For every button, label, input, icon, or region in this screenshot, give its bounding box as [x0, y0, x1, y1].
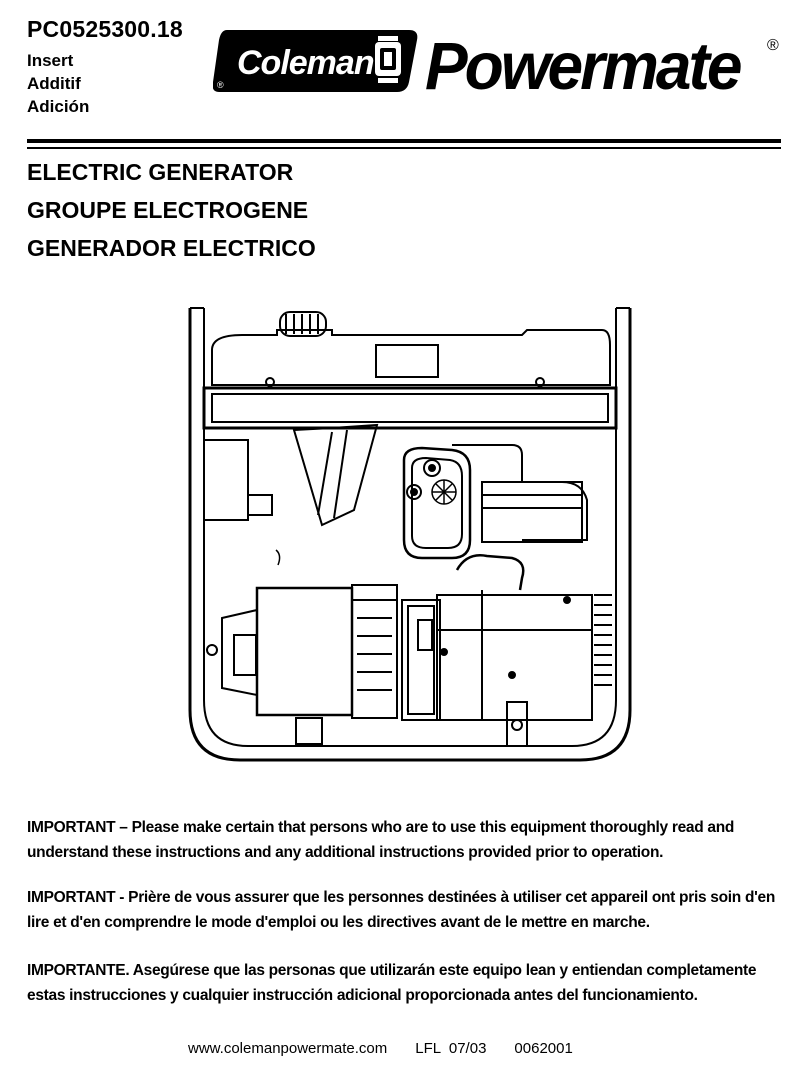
header-rule-thin [27, 147, 781, 149]
footer-doc-code: 0062001 [514, 1040, 573, 1057]
lantern-icon [375, 36, 401, 83]
powermate-registered-mark: ® [767, 37, 779, 54]
title-en: ELECTRIC GENERATOR [27, 159, 294, 185]
footer: www.colemanpowermate.com LFL 07/03 0062001 [188, 1040, 601, 1057]
coleman-wordmark: Coleman [237, 44, 374, 82]
notice-french: IMPORTANT - Prière de vous assurer que l… [27, 889, 775, 931]
part-number: PC0525300.18 [27, 16, 183, 42]
insert-label-en: Insert [27, 51, 74, 70]
generator-illustration [188, 307, 632, 762]
insert-label-fr: Additif [27, 74, 81, 93]
notice-spanish: IMPORTANTE. Asegúrese que las personas q… [27, 962, 757, 1004]
coleman-powermate-logo: Coleman ® Powermate ® [213, 29, 779, 98]
coleman-registered-mark: ® [217, 80, 224, 90]
footer-revision: LFL 07/03 [415, 1040, 487, 1057]
header-rule-thick [27, 139, 781, 143]
insert-label-es: Adición [27, 97, 90, 116]
title-fr: GROUPE ELECTROGENE [27, 197, 309, 223]
product-titles: ELECTRIC GENERATOR GROUPE ELECTROGENE GE… [27, 153, 316, 267]
footer-website[interactable]: www.colemanpowermate.com [188, 1040, 388, 1057]
coleman-badge [213, 30, 418, 92]
powermate-wordmark: Powermate [425, 29, 741, 98]
title-es: GENERADOR ELECTRICO [27, 235, 316, 261]
insert-language-labels: Insert Additif Adición [27, 49, 89, 118]
notice-english: IMPORTANT – Please make certain that per… [27, 819, 735, 861]
